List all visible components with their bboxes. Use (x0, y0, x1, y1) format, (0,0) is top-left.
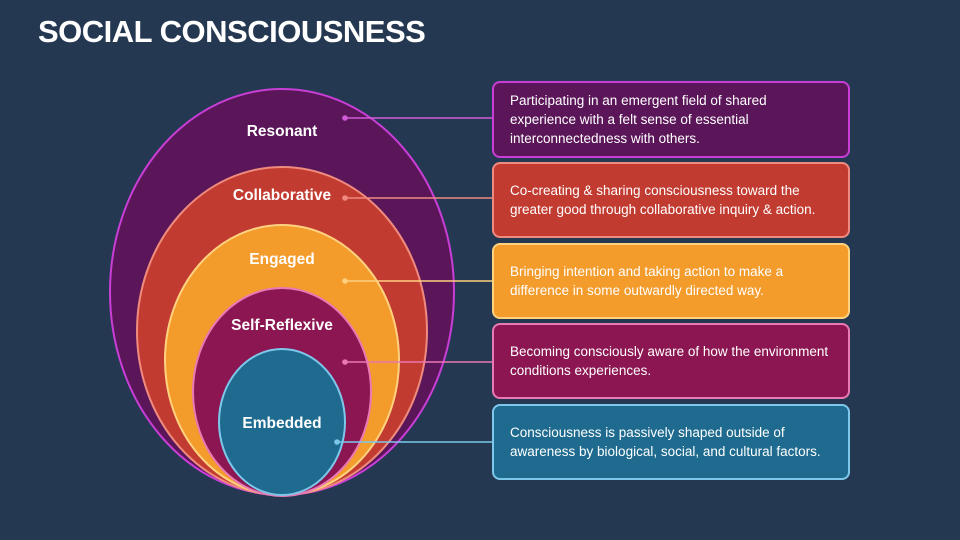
description-box-resonant: Participating in an emergent field of sh… (492, 81, 850, 158)
ring-label-self-reflexive: Self-Reflexive (231, 317, 333, 334)
connector-dot-self-reflexive (342, 359, 348, 365)
connector-dot-embedded (334, 439, 340, 445)
ring-label-collaborative: Collaborative (233, 187, 332, 204)
description-box-engaged: Bringing intention and taking action to … (492, 243, 850, 319)
description-box-collaborative: Co-creating & sharing consciousness towa… (492, 162, 850, 238)
description-text-engaged: Bringing intention and taking action to … (510, 264, 784, 298)
ring-embedded (218, 348, 346, 496)
description-text-resonant: Participating in an emergent field of sh… (510, 93, 767, 146)
description-text-embedded: Consciousness is passively shaped outsid… (510, 425, 821, 459)
ring-label-embedded: Embedded (242, 415, 321, 432)
ring-label-engaged: Engaged (249, 251, 314, 268)
description-text-collaborative: Co-creating & sharing consciousness towa… (510, 183, 816, 217)
connector-dot-engaged (342, 278, 348, 284)
ring-label-resonant: Resonant (247, 123, 318, 140)
connector-dot-resonant (342, 115, 348, 121)
connector-dot-collaborative (342, 195, 348, 201)
description-text-self-reflexive: Becoming consciously aware of how the en… (510, 344, 829, 378)
description-box-embedded: Consciousness is passively shaped outsid… (492, 404, 850, 480)
page-title: SOCIAL CONSCIOUSNESS (38, 14, 426, 49)
description-box-self-reflexive: Becoming consciously aware of how the en… (492, 323, 850, 399)
